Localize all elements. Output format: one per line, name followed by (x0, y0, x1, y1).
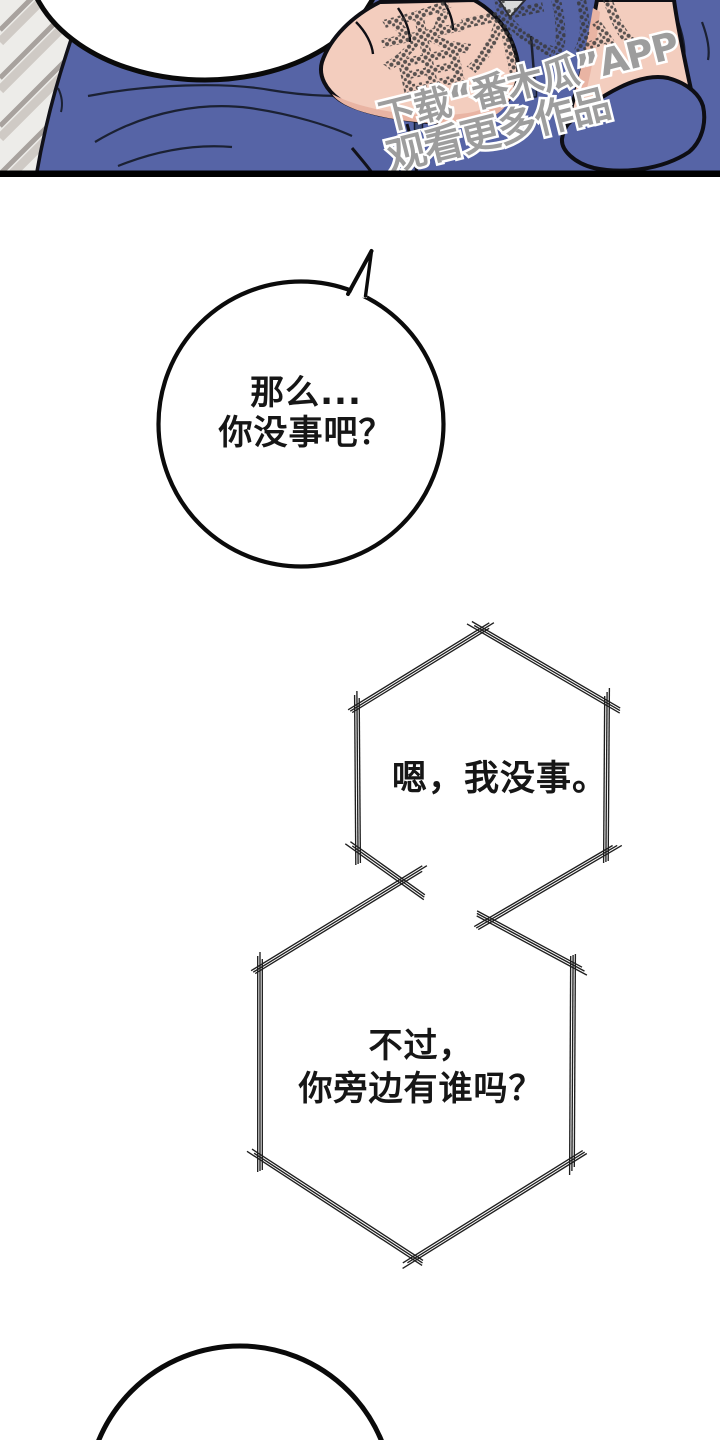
hex-question-text: 不过， 你旁边有谁吗？ (299, 1025, 544, 1111)
phone-sliver (497, 0, 527, 19)
hex-reply-text: 嗯，我没事。 (392, 759, 608, 799)
sleeve-cuff (560, 75, 707, 173)
speech-bubble-tail-line (363, 249, 374, 298)
right-hand-shading (574, 8, 600, 97)
panel-speech-bubble-partial (35, 0, 375, 83)
hex-question-line1: 不过， (368, 1026, 474, 1066)
left-hand (319, 0, 521, 125)
speech-bubble-partial-circle (96, 1343, 384, 1440)
circle-bubble-line2: 你没事吧？ (218, 413, 394, 453)
hex-bubble-reply-border (344, 620, 623, 931)
hex-bubble-question-border (246, 865, 588, 1269)
circle-bubble-line1: 那么... (250, 373, 362, 413)
speech-bubble-circle (156, 249, 446, 569)
circle-bubble-text: 那么... 你没事吧？ (219, 373, 394, 453)
hoodie-fold-line (57, 87, 63, 113)
finger-lines (355, 1, 455, 55)
comic-panel: 番木瓜 下载“番木瓜”APP 观看更多作品 (0, 0, 720, 177)
hex-reply-line1: 嗯，我没事。 (391, 759, 609, 799)
hex-question-line2: 你旁边有谁吗？ (298, 1069, 544, 1109)
speech-bubble-tail-line (346, 249, 374, 296)
speech-bubble-circle-body (156, 279, 446, 569)
panel-border (0, 170, 720, 177)
left-hand-shading (332, 84, 512, 124)
